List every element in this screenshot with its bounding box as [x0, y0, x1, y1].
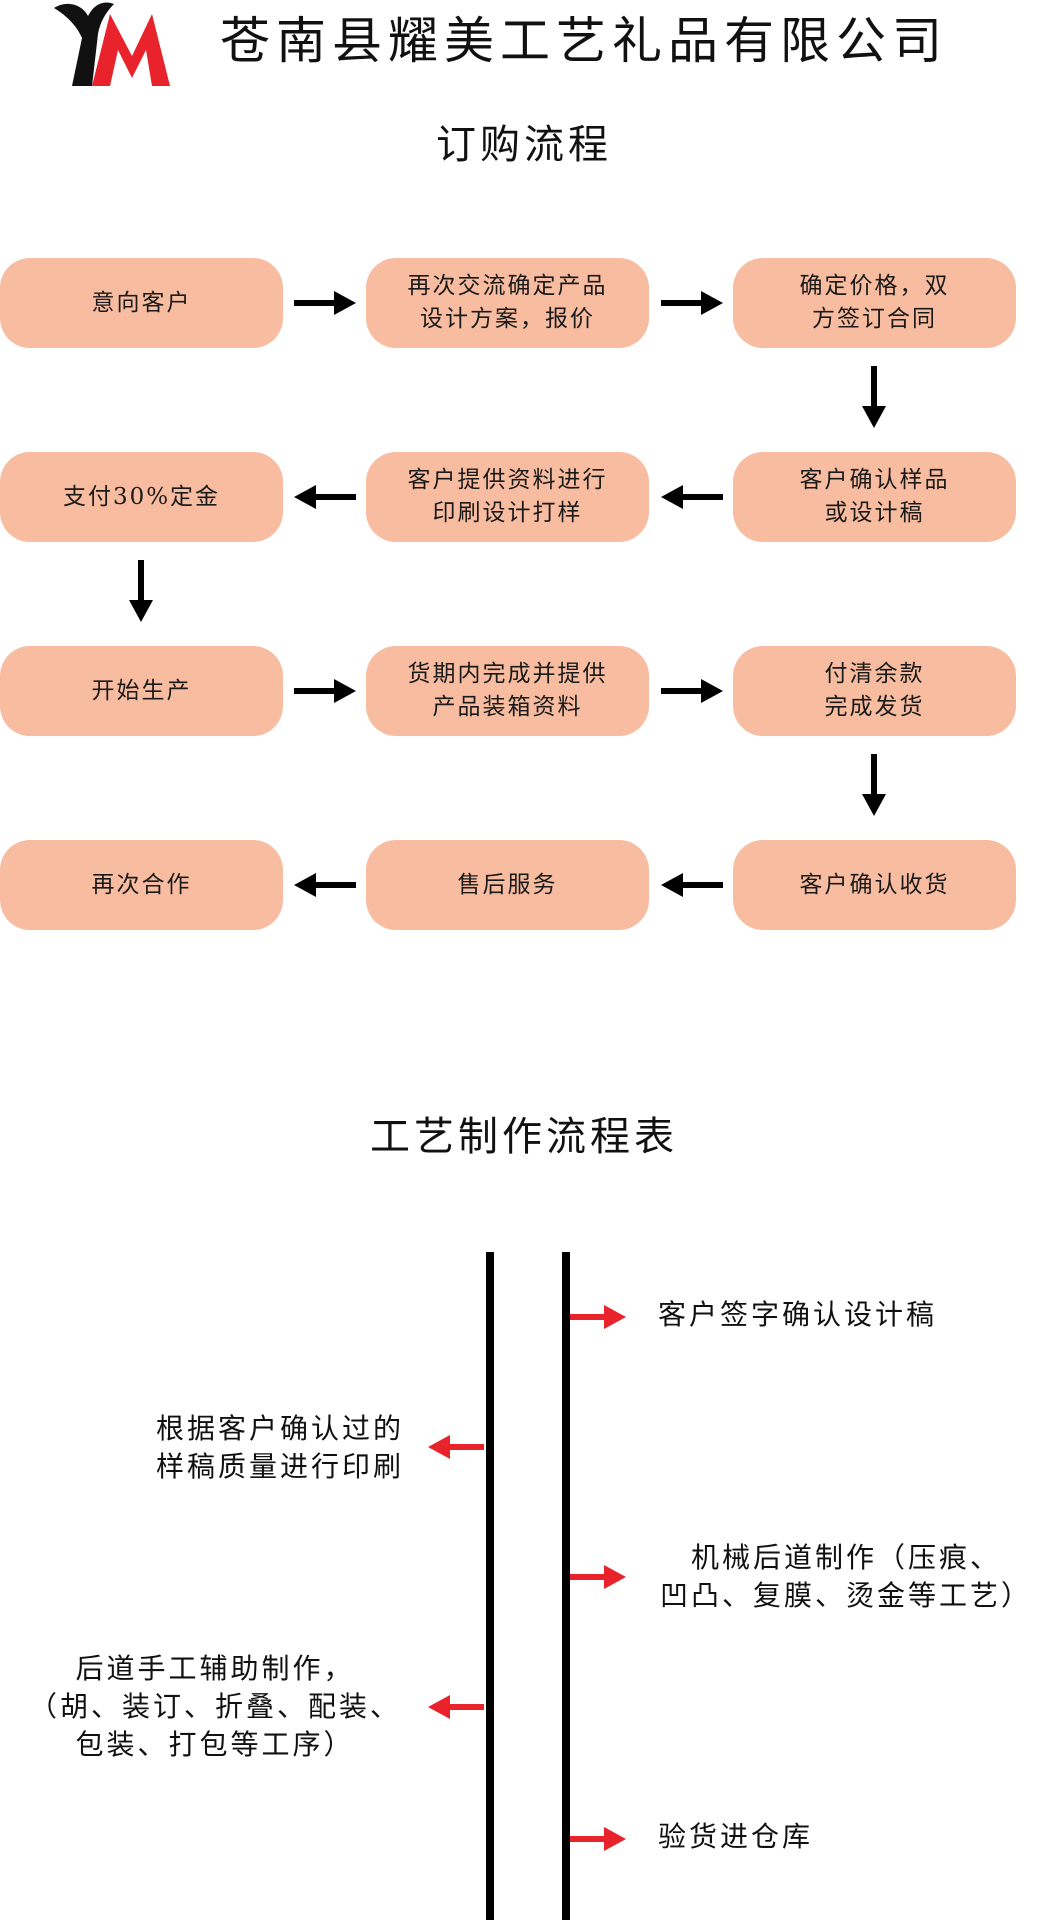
company-logo — [54, 2, 170, 86]
process-step-machine-finishing: 机械后道制作（压痕、 凹凸、复膜、烫金等工艺） — [660, 1541, 1033, 1612]
arrow-left-icon — [294, 873, 356, 897]
order-flow-title: 订购流程 — [436, 122, 612, 168]
step-confirm-receipt: 客户确认收货 — [733, 840, 1016, 930]
step-confirm-design-quote: 再次交流确定产品 设计方案，报价 — [366, 258, 649, 348]
red-arrow-right-icon — [570, 1565, 626, 1589]
timeline-line-right — [562, 1252, 570, 1920]
red-arrow-left-icon — [428, 1695, 484, 1719]
arrow-left-icon — [661, 485, 723, 509]
step-start-production: 开始生产 — [0, 646, 283, 736]
arrow-right-icon — [661, 679, 723, 703]
company-name: 苍南县耀美工艺礼品有限公司 — [220, 12, 948, 70]
process-step-printing: 根据客户确认过的 样稿质量进行印刷 — [155, 1412, 404, 1483]
arrow-left-icon — [661, 873, 723, 897]
red-arrow-left-icon — [428, 1435, 484, 1459]
arrow-left-icon — [294, 485, 356, 509]
step-pay-deposit: 支付30%定金 — [0, 452, 283, 542]
process-flow-title: 工艺制作流程表 — [370, 1114, 678, 1160]
arrow-down-icon — [862, 754, 886, 816]
step-confirm-sample: 客户确认样品 或设计稿 — [733, 452, 1016, 542]
step-complete-packing: 货期内完成并提供 产品装箱资料 — [366, 646, 649, 736]
step-provide-materials: 客户提供资料进行 印刷设计打样 — [366, 452, 649, 542]
arrow-down-icon — [129, 560, 153, 622]
step-cooperate-again: 再次合作 — [0, 840, 283, 930]
arrow-down-icon — [862, 366, 886, 428]
red-arrow-right-icon — [570, 1305, 626, 1329]
process-step-inspect-warehouse: 验货进仓库 — [658, 1820, 814, 1853]
step-sign-contract: 确定价格，双 方签订合同 — [733, 258, 1016, 348]
arrow-right-icon — [294, 679, 356, 703]
arrow-right-icon — [294, 291, 356, 315]
step-intent-customer: 意向客户 — [0, 258, 283, 348]
timeline-line-left — [486, 1252, 494, 1920]
step-final-payment-ship: 付清余款 完成发货 — [733, 646, 1016, 736]
arrow-right-icon — [661, 291, 723, 315]
step-after-sales: 售后服务 — [366, 840, 649, 930]
process-step-manual-finishing: 后道手工辅助制作， （胡、装订、折叠、配装、 包装、打包等工序） — [28, 1652, 401, 1761]
red-arrow-right-icon — [570, 1827, 626, 1851]
process-step-sign-design: 客户签字确认设计稿 — [658, 1298, 938, 1331]
